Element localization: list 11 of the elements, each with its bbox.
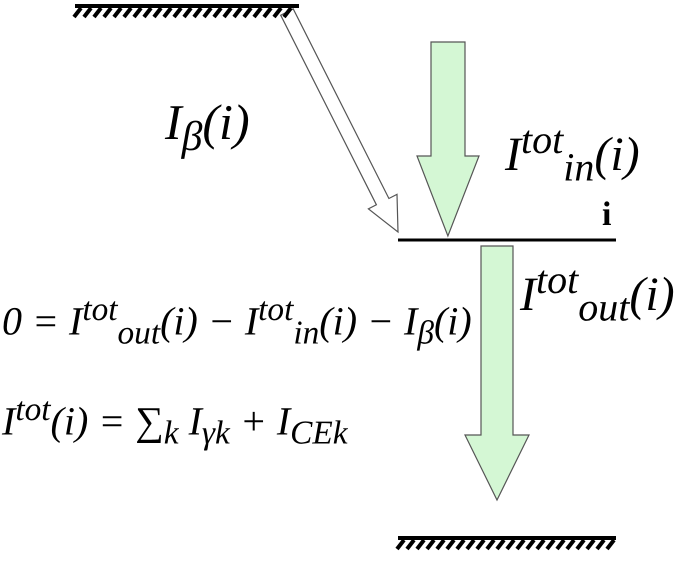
arrow [280,8,399,234]
hatched-energy-level [398,536,616,550]
equation: I$^{tot}$(i) = ∑$_{k}$ I$_{γk}$ + I$_{CEk}$ [2,392,348,452]
arrow [416,41,480,238]
edge-label: I$^{tot}$$_{in}$(i) [505,118,640,190]
edge-label: I$^{tot}$$_{out}$(i) [520,258,675,330]
equation: 0 = I$^{tot}$$_{out}$(i) − I$^{tot}$$_{in}$(i) − I$_{β}$(i) [2,292,472,352]
hatched-energy-level [75,4,299,18]
level-label: i [602,198,612,232]
arrow [464,245,530,502]
edge-label: I$_{β}$(i) [165,95,250,161]
